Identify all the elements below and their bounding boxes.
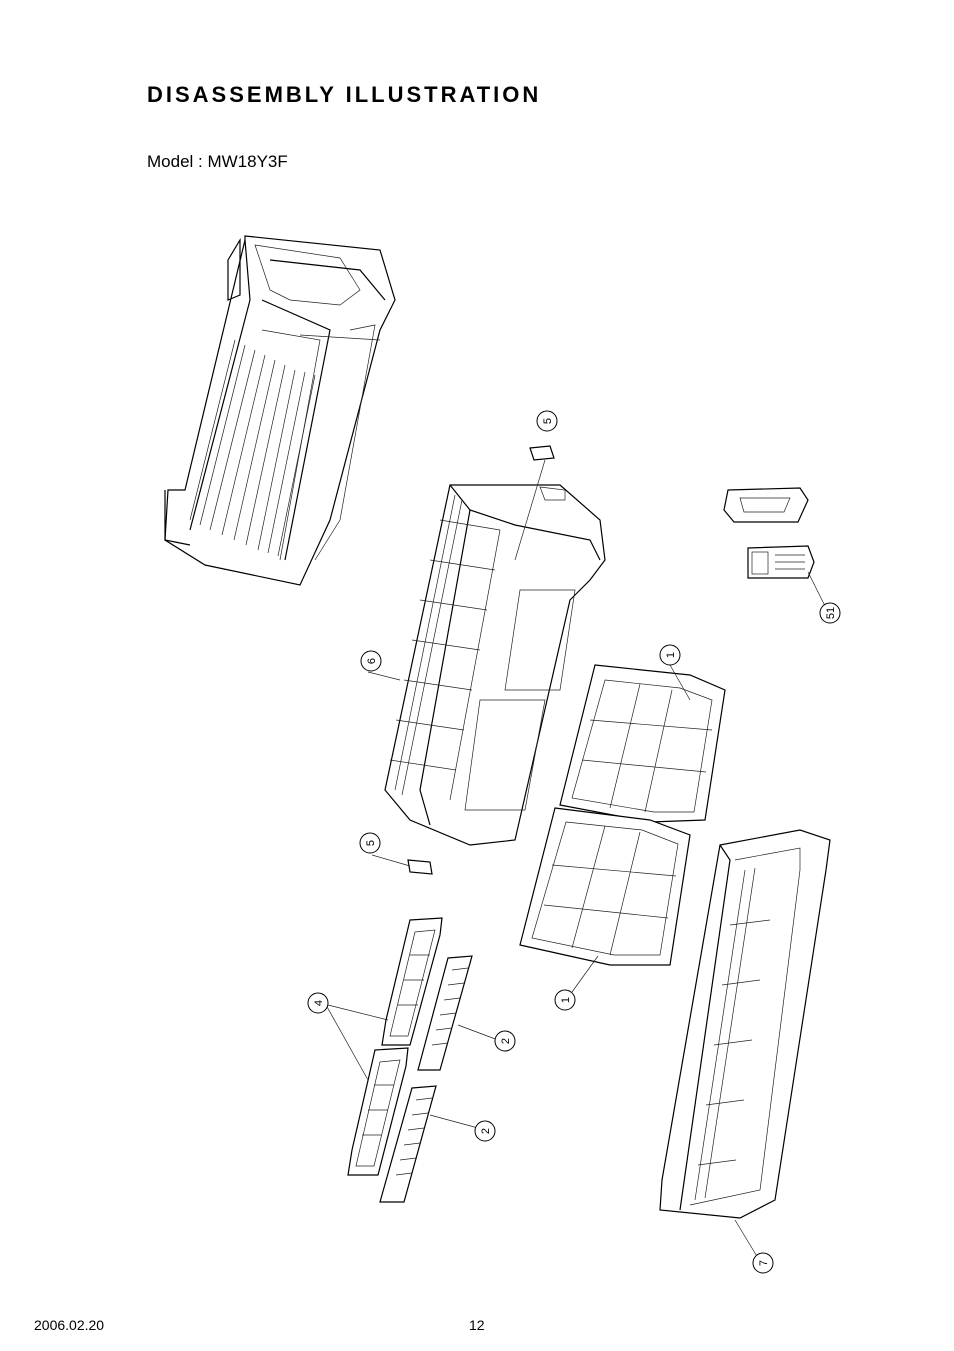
deodorizing-filter-upper: [417, 955, 473, 1071]
page-title: DISASSEMBLY ILLUSTRATION: [147, 82, 542, 107]
front-panel: [659, 829, 831, 1219]
svg-text:1: 1: [560, 997, 572, 1003]
svg-text:1: 1: [665, 652, 677, 658]
deodorizing-filter-lower: [379, 1085, 437, 1203]
callout-1-bottom: 1: [554, 989, 576, 1011]
callout-5-top: 5: [536, 410, 558, 432]
svg-text:5: 5: [542, 418, 554, 424]
svg-text:7: 7: [758, 1260, 770, 1266]
remote-holder: [723, 487, 809, 523]
part-5-bottom: [407, 859, 433, 875]
leader-lines: [325, 571, 826, 1259]
svg-text:4: 4: [313, 1000, 325, 1006]
svg-text:51: 51: [825, 607, 837, 619]
svg-text:5: 5: [365, 840, 377, 846]
air-filter-lower: [519, 807, 691, 966]
callout-1-top: 1: [659, 644, 681, 666]
air-filter-upper: [559, 664, 726, 823]
callout-2-bottom: 2: [474, 1120, 496, 1142]
footer-date: 2006.02.20: [34, 1317, 105, 1333]
svg-text:6: 6: [366, 658, 378, 664]
front-frame: [384, 484, 606, 846]
page-number: 12: [469, 1317, 485, 1333]
callout-4: 4: [307, 992, 329, 1014]
model-label: Model : MW18Y3F: [147, 152, 288, 171]
callout-6: 6: [360, 650, 382, 672]
chassis-assembly: [164, 235, 396, 586]
callout-51: 51: [819, 602, 841, 624]
filter-frame-lower: [347, 1047, 409, 1176]
remote-control: [747, 545, 815, 579]
svg-text:2: 2: [500, 1038, 512, 1044]
callout-2-top: 2: [494, 1030, 516, 1052]
callout-5-bottom: 5: [359, 832, 381, 854]
part-5-top: [514, 445, 555, 561]
svg-text:2: 2: [480, 1128, 492, 1134]
callout-7: 7: [752, 1252, 774, 1274]
filter-frame-upper: [381, 917, 443, 1046]
